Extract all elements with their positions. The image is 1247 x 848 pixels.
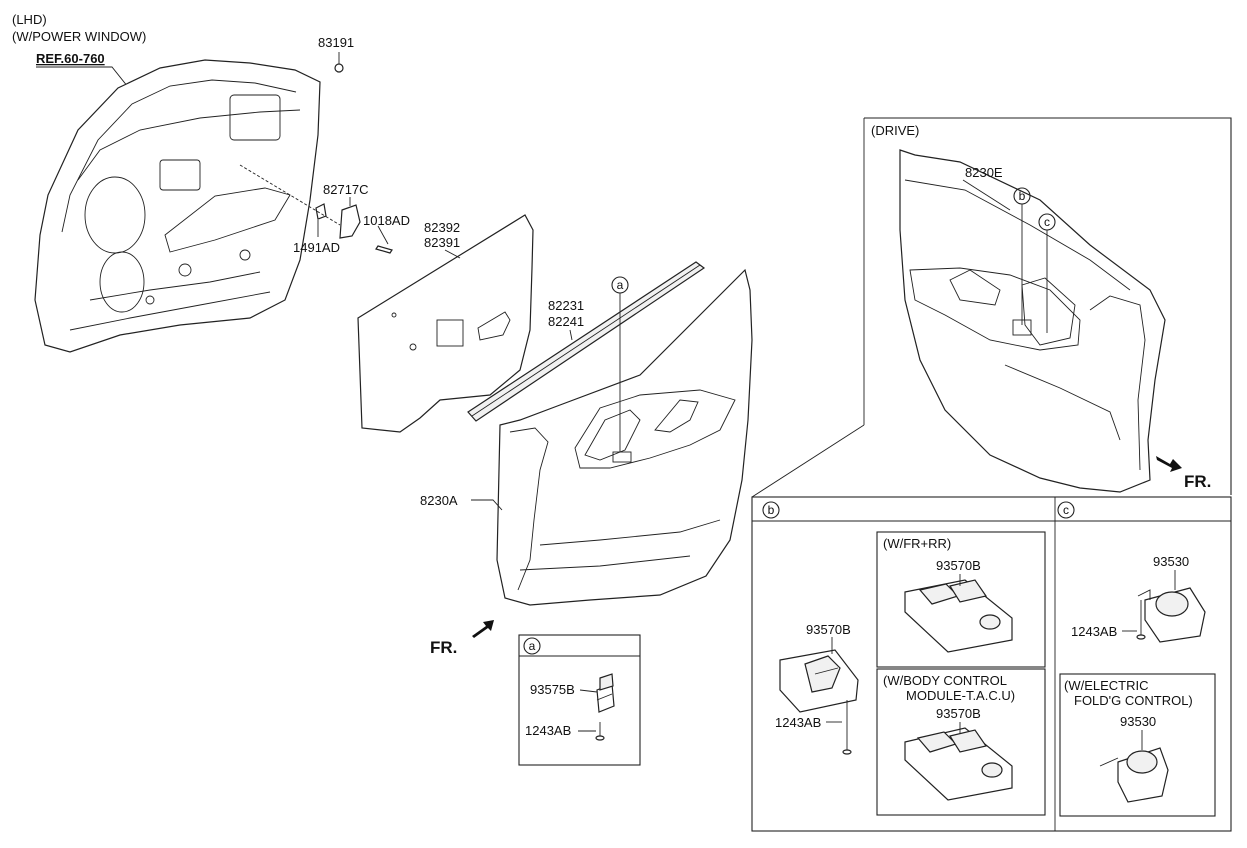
label-93570b-bcm[interactable]: 93570B — [936, 706, 981, 721]
ref-link[interactable]: REF.60-760 — [36, 51, 105, 66]
drive-box-diagonal — [751, 424, 865, 498]
label-8230e[interactable]: 8230E — [965, 165, 1003, 180]
label-82231[interactable]: 82231 — [548, 298, 584, 313]
fr-label-right: FR. — [1184, 472, 1211, 491]
variant-fr-rr-box — [876, 531, 1046, 668]
door-trim-panel-drive — [899, 149, 1166, 493]
label-93575b[interactable]: 93575B — [530, 682, 575, 697]
leader-8230a — [471, 499, 503, 511]
label-82241[interactable]: 82241 — [548, 314, 584, 329]
leader-82231 — [569, 329, 573, 341]
label-93570b-fr-rr[interactable]: 93570B — [936, 558, 981, 573]
switch-93570b-bcm — [904, 727, 1013, 801]
fr-arrow-right-icon — [1156, 456, 1182, 472]
mirror-switch-93530-fold — [1099, 747, 1169, 803]
callout-a-letter: a — [617, 278, 624, 292]
detail-a-letter: a — [529, 639, 536, 653]
detail-c-letter: c — [1063, 503, 1069, 517]
variant-fold-label-1: (W/ELECTRIC — [1064, 678, 1149, 693]
leader-82392 — [444, 249, 461, 259]
callout-c-letter: c — [1044, 215, 1050, 229]
label-83191[interactable]: 83191 — [318, 35, 354, 50]
variant-fr-rr-label: (W/FR+RR) — [883, 536, 951, 551]
detail-b-letter: b — [768, 503, 775, 517]
label-82717c[interactable]: 82717C — [323, 182, 369, 197]
drive-box-top — [864, 117, 1232, 495]
label-82392[interactable]: 82392 — [424, 220, 460, 235]
leader-8230e — [962, 179, 1011, 211]
leader-1018ad — [377, 225, 389, 245]
switch-93570b-basic — [779, 649, 859, 713]
leader-93575b — [579, 689, 598, 693]
variant-fold-label-2: FOLD'G CONTROL) — [1074, 693, 1193, 708]
label-1491ad[interactable]: 1491AD — [293, 240, 340, 255]
screw-1243ab-b — [842, 700, 852, 755]
detail-box-a — [518, 634, 641, 766]
detail-box-bc — [751, 496, 1232, 832]
ref-leader — [36, 66, 133, 93]
label-93570b-basic[interactable]: 93570B — [806, 622, 851, 637]
switch-93575b — [596, 673, 615, 713]
door-trim-panel-main — [496, 268, 753, 606]
note-power-window: (W/POWER WINDOW) — [12, 29, 146, 44]
fr-arrow-left-icon — [472, 620, 494, 638]
note-lhd: (LHD) — [12, 12, 47, 27]
bolt-83191 — [334, 63, 344, 73]
label-93530-fold[interactable]: 93530 — [1120, 714, 1156, 729]
switch-93570b-fr-rr — [904, 579, 1013, 653]
variant-bcm-box — [876, 668, 1046, 816]
mirror-switch-93530 — [1137, 587, 1206, 643]
screw-1243ab-a — [595, 722, 605, 741]
variant-electric-fold-box — [1059, 673, 1216, 817]
callout-b-letter: b — [1019, 189, 1026, 203]
detail-a-marker — [523, 637, 541, 655]
detail-c-marker — [1057, 501, 1075, 519]
variant-bcm-label-2: MODULE-T.A.C.U) — [906, 688, 1015, 703]
label-82391[interactable]: 82391 — [424, 235, 460, 250]
variant-bcm-label-1: (W/BODY CONTROL — [883, 673, 1007, 688]
label-1243ab-a[interactable]: 1243AB — [525, 723, 571, 738]
screw-1243ab-c — [1136, 600, 1146, 640]
detail-b-marker — [762, 501, 780, 519]
inner-panel-sheet — [357, 214, 534, 433]
label-1018ad[interactable]: 1018AD — [363, 213, 410, 228]
label-1243ab-b[interactable]: 1243AB — [775, 715, 821, 730]
door-frame-drawing — [34, 59, 321, 353]
label-1243ab-c[interactable]: 1243AB — [1071, 624, 1117, 639]
drive-label: (DRIVE) — [871, 123, 919, 138]
fr-label-left: FR. — [430, 638, 457, 657]
label-8230a[interactable]: 8230A — [420, 493, 458, 508]
label-93530[interactable]: 93530 — [1153, 554, 1189, 569]
leader-bracket-dash — [239, 164, 341, 226]
